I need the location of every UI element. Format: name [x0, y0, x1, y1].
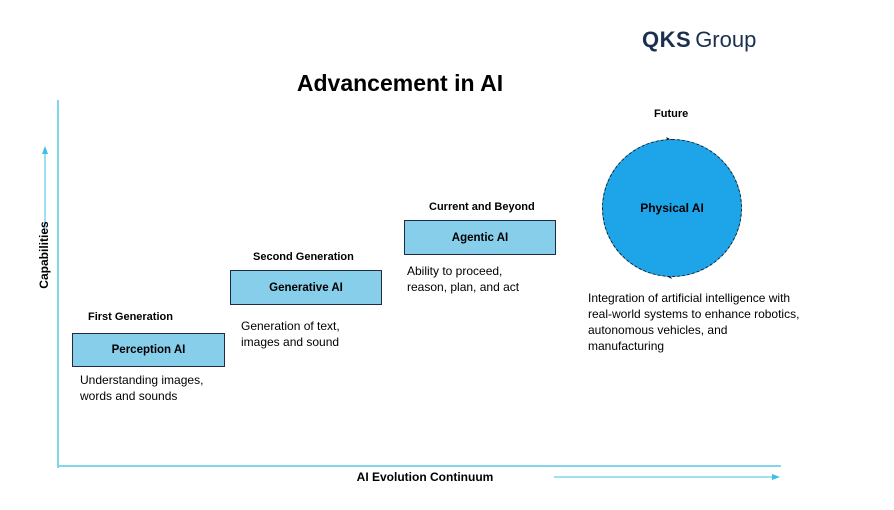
- future-description-line: manufacturing: [588, 339, 665, 353]
- future-label: Future: [654, 108, 689, 120]
- stage-2-description-line: images and sound: [241, 335, 340, 349]
- x-axis-line: [57, 465, 781, 467]
- continuum-arrow-head: [772, 474, 780, 480]
- y-axis-label: Capabilities: [37, 221, 51, 289]
- x-axis-label: AI Evolution Continuum: [356, 470, 494, 484]
- stage-3-description: Ability to proceed, reason, plan, and ac…: [407, 263, 519, 295]
- stage-2-description: Generation of text, images and sound: [241, 318, 340, 350]
- stage-3-box: Agentic AI: [404, 220, 556, 255]
- future-description-line: autonomous vehicles, and: [588, 323, 728, 337]
- brand-logo: QKS Group: [642, 27, 756, 53]
- stage-1-description-line: words and sounds: [80, 389, 178, 403]
- y-axis-line: [57, 100, 59, 468]
- future-description-line: Integration of artificial intelligence w…: [588, 291, 791, 305]
- stage-3-generation-label: Current and Beyond: [429, 201, 535, 213]
- future-circle: Physical AI: [602, 139, 742, 277]
- stage-1-generation-label: First Generation: [88, 311, 173, 323]
- stage-3-description-line: reason, plan, and act: [407, 280, 520, 294]
- stage-1-description: Understanding images, words and sounds: [80, 372, 203, 404]
- capabilities-arrow-head: [42, 146, 48, 154]
- stage-2-box: Generative AI: [230, 270, 382, 305]
- stage-3-description-line: Ability to proceed,: [407, 264, 503, 278]
- brand-name-regular: Group: [695, 27, 757, 52]
- future-description: Integration of artificial intelligence w…: [588, 290, 799, 354]
- stage-2-description-line: Generation of text,: [241, 319, 340, 333]
- future-description-line: real-world systems to enhance robotics,: [588, 307, 800, 321]
- stage-1-box: Perception AI: [72, 333, 225, 367]
- brand-name-bold: QKS: [642, 27, 692, 52]
- stage-2-generation-label: Second Generation: [253, 251, 354, 263]
- diagram-title: Advancement in AI: [296, 70, 504, 96]
- future-name: Physical AI: [640, 201, 704, 215]
- stage-1-description-line: Understanding images,: [80, 373, 204, 387]
